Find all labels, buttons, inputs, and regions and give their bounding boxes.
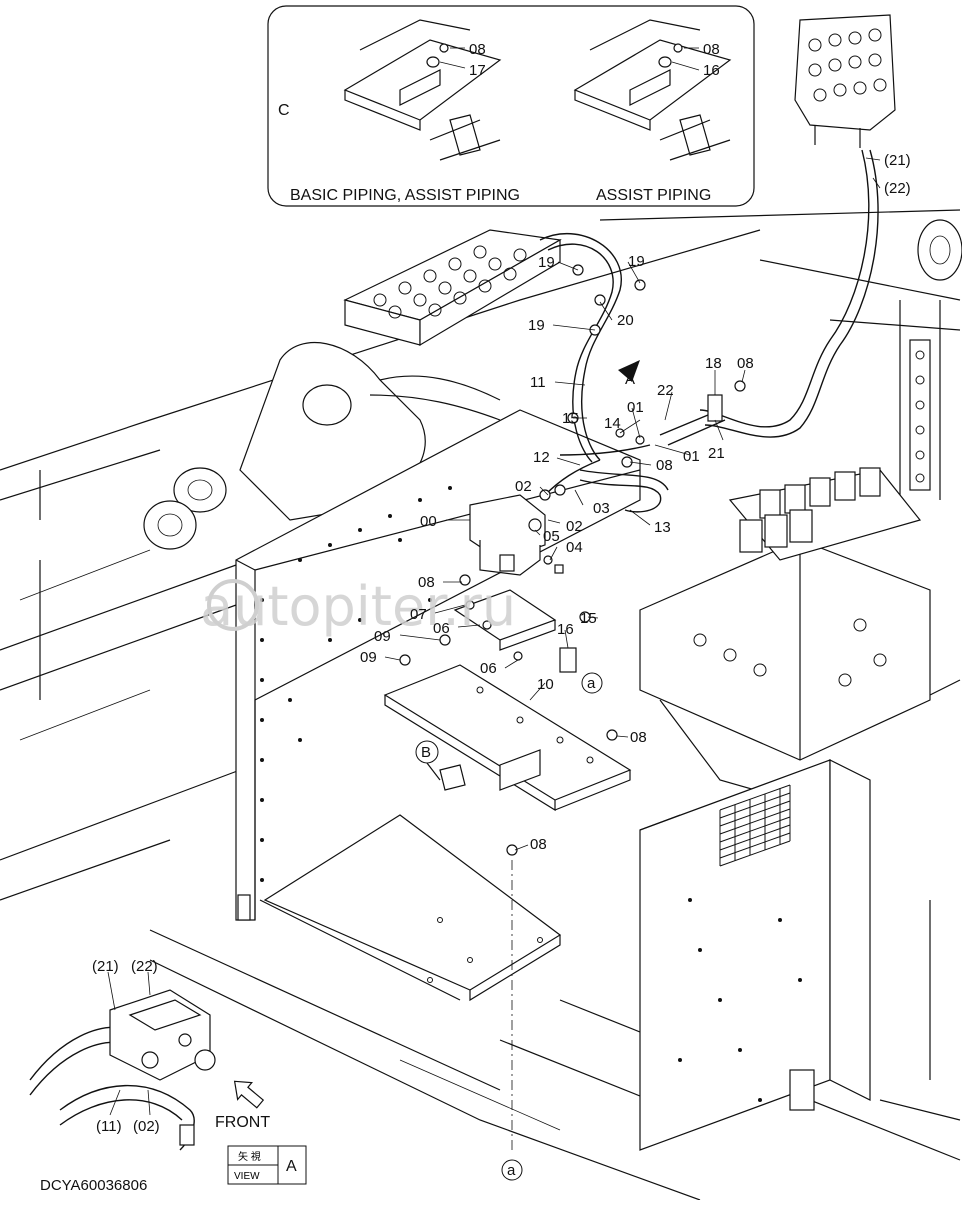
detail-c-letter: C	[278, 102, 290, 119]
part-label: 03	[593, 500, 610, 517]
detail-c-right-label: 08	[703, 41, 720, 58]
part-label: 09	[374, 628, 391, 645]
boom-bracket	[143, 342, 501, 550]
part-label: 08	[656, 457, 673, 474]
cabinet	[639, 759, 871, 1151]
mounting-bracket	[383, 664, 632, 812]
part-label: 18	[705, 355, 722, 372]
callout-circles	[415, 360, 640, 1181]
detail-c-right-caption: ASSIST PIPING	[596, 187, 711, 204]
floor-plate	[263, 814, 562, 1002]
part-label: 01	[627, 399, 644, 416]
view-a-label: (22)	[131, 958, 158, 975]
fasteners	[399, 264, 746, 856]
part-label: (22)	[884, 180, 911, 197]
detail-c-left-caption: BASIC PIPING, ASSIST PIPING	[290, 187, 520, 204]
part-label: 12	[533, 449, 550, 466]
part-label: 20	[617, 312, 634, 329]
solenoid-valve	[469, 484, 566, 576]
part-label: 15	[562, 410, 579, 427]
part-label: 07	[410, 606, 427, 623]
part-label: 14	[604, 415, 621, 432]
part-label: 05	[543, 528, 560, 545]
part-label: 01	[683, 448, 700, 465]
part-label: 22	[657, 382, 674, 399]
view-a-label: (21)	[92, 958, 119, 975]
part-label: 02	[515, 478, 532, 495]
view-a-inset	[29, 971, 265, 1151]
part-label: 19	[628, 253, 645, 270]
drawing-code: DCYA60036806	[40, 1177, 147, 1194]
view-word: VIEW	[234, 1171, 260, 1182]
part-label: 19	[528, 317, 545, 334]
detail-c-left-label: 17	[469, 62, 486, 79]
leader-lines	[384, 157, 881, 851]
machine-frame	[0, 209, 962, 1201]
part-label: 09	[360, 649, 377, 666]
watermark: autopiter.ru	[200, 575, 516, 638]
view-a-label: (11)	[96, 1118, 122, 1135]
callout-a-bottom: a	[507, 1162, 516, 1179]
part-label: 19	[538, 254, 555, 271]
callout-b: B	[421, 744, 431, 761]
part-label: 04	[566, 539, 583, 556]
step-plate	[343, 229, 562, 347]
part-label: (21)	[884, 152, 911, 169]
side-strip	[909, 339, 931, 491]
detail-c-right-label: 16	[703, 62, 720, 79]
front-label: FRONT	[215, 1114, 270, 1131]
part-label: 10	[537, 676, 554, 693]
callout-a-lower: a	[587, 675, 596, 692]
view-letter: A	[286, 1158, 297, 1175]
part-label: 08	[418, 574, 435, 591]
part-label: 13	[654, 519, 671, 536]
part-label: 00	[420, 513, 437, 530]
part-label: 08	[530, 836, 547, 853]
part-label: 06	[480, 660, 497, 677]
valve-bracket	[453, 589, 557, 651]
view-a-label: (02)	[133, 1118, 160, 1135]
view-kanji: 矢 視	[238, 1150, 261, 1163]
watermark-logo	[207, 579, 259, 631]
part-label: 08	[630, 729, 647, 746]
callout-a-view: A	[625, 371, 635, 388]
part-label: 08	[737, 355, 754, 372]
detail-c-frame	[267, 5, 755, 207]
part-label: 21	[708, 445, 725, 462]
view-a-box	[227, 1145, 307, 1185]
part-label: 16	[557, 621, 574, 638]
part-label: 02	[566, 518, 583, 535]
pilot-valve-block	[794, 14, 896, 148]
detail-c-left-label: 08	[469, 41, 486, 58]
part-label: 06	[433, 620, 450, 637]
part-label: 15	[580, 610, 597, 627]
part-label: 11	[530, 374, 546, 391]
detail-c-inset	[267, 5, 755, 207]
control-valve-block	[639, 467, 931, 801]
